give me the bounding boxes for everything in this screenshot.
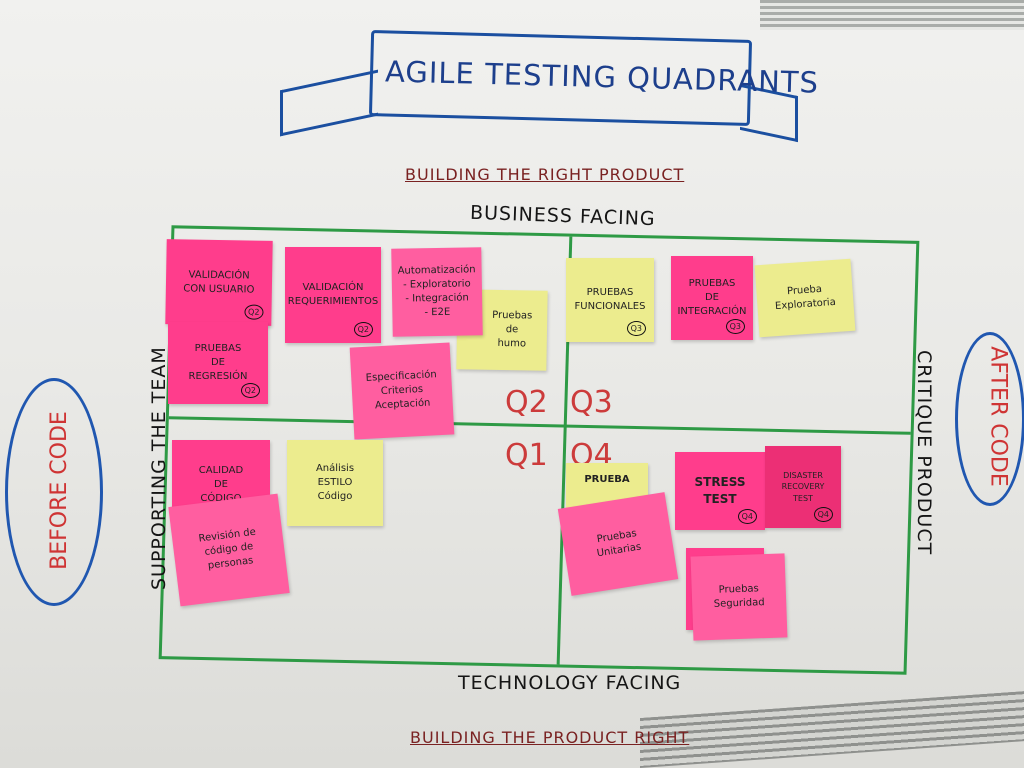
note-text: PRUEBAS FUNCIONALES [574,287,646,312]
note-automatizacion: Automatización - Exploratorio - Integrac… [391,247,483,337]
ceiling-light [760,0,1024,30]
note-prueba-exploratoria: Prueba Exploratoria [754,258,856,338]
note-badge: Q2 [240,382,260,398]
note-text: Especificación Criterios Aceptación [365,369,437,412]
top-label: BUILDING THE RIGHT PRODUCT [405,165,685,184]
note-badge: Q3 [725,318,745,334]
note-stress-test: STRESS TEST Q4 [675,452,765,530]
bottom-label: BUILDING THE PRODUCT RIGHT [410,728,690,747]
note-text: PRUEBAS DE REGRESIÓN [188,343,248,382]
axis-bottom: TECHNOLOGY FACING [458,672,682,694]
note-pruebas-seguridad: Pruebas Seguridad [690,553,788,641]
note-text: Prueba Exploratoria [774,283,837,313]
note-badge: Q4 [813,506,833,522]
note-text: Automatización - Exploratorio - Integrac… [397,264,476,319]
axis-left: SUPPORTING THE TEAM [148,346,170,590]
after-code-label: AFTER CODE [985,346,1011,487]
note-pruebas-funcionales: PRUEBAS FUNCIONALES Q3 [566,258,654,342]
note-text: STRESS TEST [694,475,746,506]
note-disaster-recovery: DISASTER RECOVERY TEST Q4 [765,446,841,528]
note-badge: Q3 [626,320,646,336]
quadrant-label-q3: Q3 [570,385,613,420]
note-analisis-estilo: Análisis ESTILO Código [287,440,383,526]
note-validacion-usuario: VALIDACIÓN CON USUARIO Q2 [165,239,273,326]
quadrant-label-q1: Q1 [505,438,548,473]
note-especificacion: Especificación Criterios Aceptación [349,342,455,440]
note-text: Revisión de código de personas [198,526,257,572]
note-text: CALIDAD DE CÓDIGO [198,465,244,504]
note-revision-codigo: Revisión de código de personas [168,493,290,607]
note-pruebas-unitarias: Pruebas Unitarias [557,492,679,596]
axis-right: CRITIQUE PRODUCT [913,350,935,556]
note-text: Pruebas Unitarias [596,528,642,560]
note-text: DISASTER RECOVERY TEST [781,471,825,503]
quadrant-label-q2: Q2 [505,385,548,420]
before-code-oval [5,378,103,606]
note-validacion-requerimientos: VALIDACIÓN REQUERIMIENTOS Q2 [285,247,381,343]
note-text: VALIDACIÓN CON USUARIO [183,268,255,296]
note-badge: Q2 [353,321,373,337]
before-code-label: BEFORE CODE [46,411,72,570]
note-text: Pruebas Seguridad [713,583,765,610]
note-text: Análisis ESTILO Código [315,463,355,502]
note-text: VALIDACIÓN REQUERIMIENTOS [287,282,379,307]
note-badge: Q2 [243,304,264,320]
note-text: PRUEBAS DE INTEGRACIÓN [677,278,747,317]
note-badge: Q4 [737,508,757,524]
after-code-oval [955,332,1024,506]
note-text: PRUEBA [584,474,630,485]
